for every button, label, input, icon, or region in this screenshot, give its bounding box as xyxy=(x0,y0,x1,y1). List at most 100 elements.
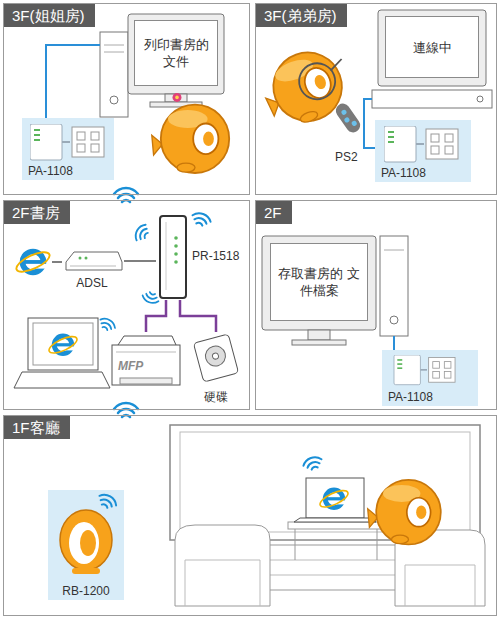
device-label: PA-1108 xyxy=(28,164,73,179)
room-2f-study xyxy=(174,260,178,264)
signal-name: PS2 xyxy=(333,150,360,164)
room-2f xyxy=(292,340,346,345)
room-2f-study xyxy=(174,252,178,256)
wireless-repeater: RB-1200 xyxy=(48,490,124,600)
room-title: 2F書房 xyxy=(4,201,70,224)
usb-cable xyxy=(180,300,216,332)
monitor-screen: 連線中 xyxy=(385,16,479,78)
device-label: PR-1518 xyxy=(192,249,239,263)
room-3f-sister xyxy=(104,52,124,53)
room-2f-study xyxy=(166,222,167,290)
room-2f-study xyxy=(174,244,178,248)
room-1f-living xyxy=(60,510,112,570)
room-2f-study xyxy=(47,333,79,356)
room-3f-brother xyxy=(477,96,483,102)
wifi-link xyxy=(111,182,141,427)
device-label: 連線中 xyxy=(413,39,452,56)
room-3f-sister xyxy=(110,96,118,104)
device-label: PA-1108 xyxy=(388,390,433,405)
room-2f-study xyxy=(141,290,160,305)
room-2f xyxy=(308,330,330,340)
room-2f-study xyxy=(120,378,172,384)
room-3f-sister xyxy=(175,96,179,100)
powerline-adapter: PA-1108 xyxy=(382,350,478,406)
room-2f-study xyxy=(14,211,239,388)
remote-control xyxy=(333,101,363,135)
room-3f-sister xyxy=(152,93,229,173)
room-3f-brother xyxy=(372,90,492,108)
powerline-adapter: PA-1108 xyxy=(22,118,114,180)
adapter-panel xyxy=(22,118,114,180)
room-panel: 3F(弟弟房) 連線中 PA-1108 xyxy=(255,3,497,195)
device-label: 列印書房的 文件 xyxy=(141,36,211,70)
router-body xyxy=(160,216,186,298)
hard-disk: 硬碟 xyxy=(190,332,242,406)
room-2f xyxy=(262,236,478,406)
room-2f xyxy=(394,355,455,385)
room-panel: 3F(姐姐房)列印書房的 文件PA-1108 xyxy=(3,3,250,195)
room-2f-study xyxy=(28,318,98,370)
room-1f-living xyxy=(405,565,475,606)
powerline-adapter: PA-1108 xyxy=(375,120,471,182)
room-3f-sister xyxy=(128,14,224,94)
room-title: 3F(弟弟房) xyxy=(256,4,347,27)
remote-control xyxy=(341,109,348,116)
room-2f-study xyxy=(116,352,176,353)
room-2f-study xyxy=(85,257,88,260)
phone-cable xyxy=(124,260,156,262)
room-2f xyxy=(384,250,404,251)
device-label: PA-1108 xyxy=(381,166,426,181)
room-1f-living xyxy=(80,530,96,556)
router: PR-1518 xyxy=(156,212,246,300)
disk-drive xyxy=(193,334,238,382)
room-1f-living xyxy=(306,478,364,518)
room-1f-living xyxy=(175,525,270,606)
adsl-modem: ADSL xyxy=(60,246,124,292)
room-2f xyxy=(380,236,408,336)
room-1f-living xyxy=(295,529,296,560)
room-1f-living xyxy=(48,425,485,606)
room-2f xyxy=(390,316,398,324)
room-3f-brother xyxy=(378,10,486,86)
room-3f-sister xyxy=(22,14,229,180)
disk-drive xyxy=(203,344,227,368)
room-2f-study xyxy=(33,323,93,365)
room-1f-living xyxy=(185,560,260,606)
printer: MFP xyxy=(110,332,182,390)
room-1f-living xyxy=(294,518,376,522)
room-3f-brother xyxy=(384,126,458,162)
room-panel: 1F客廳 RB-1200 xyxy=(3,415,497,616)
room-1f-living xyxy=(368,480,441,545)
room-3f-sister xyxy=(152,105,229,173)
adapter-panel xyxy=(382,350,478,406)
room-1f-living xyxy=(72,568,100,574)
room-3f-brother xyxy=(328,59,344,71)
room-3f-sister xyxy=(173,93,182,102)
monitor-screen: 列印書房的 文件 xyxy=(134,20,218,86)
network-cable xyxy=(46,45,100,124)
room-title: 2F xyxy=(256,201,292,224)
phone-line xyxy=(52,261,62,263)
room-panel: 2F 存取書房的 文件檔案 PA-1108 xyxy=(255,200,497,410)
room-3f-brother xyxy=(294,58,340,104)
room-2f-study xyxy=(133,222,151,243)
room-1f-living xyxy=(368,480,441,545)
disk-drive xyxy=(212,352,219,359)
room-2f-study xyxy=(79,257,82,260)
usb-cable xyxy=(146,300,166,332)
room-title: 1F客廳 xyxy=(4,416,70,439)
monitor-screen: 存取書房的 文件檔案 xyxy=(270,243,368,321)
device-label: MFP xyxy=(118,359,143,373)
room-2f-study xyxy=(98,316,117,333)
room-1f-living xyxy=(69,522,99,564)
device-label: ADSL xyxy=(76,276,107,291)
room-2f-study xyxy=(190,211,212,228)
device-label: RB-1200 xyxy=(62,584,109,599)
room-2f-study xyxy=(66,252,122,270)
room-1f-living xyxy=(318,487,350,510)
wifi-link xyxy=(111,397,141,427)
repeater-panel xyxy=(48,490,124,600)
